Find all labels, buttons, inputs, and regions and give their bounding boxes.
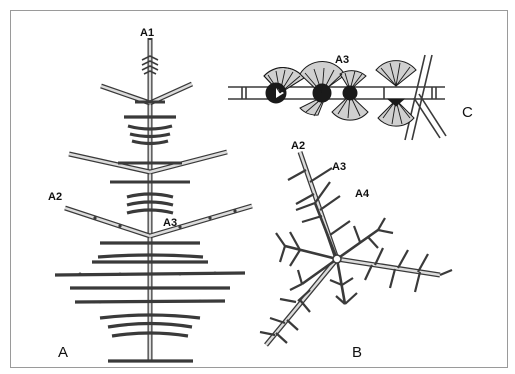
panel-b-star (260, 152, 452, 345)
whorl-1 (101, 84, 192, 103)
label-a2-left: A2 (48, 191, 62, 203)
labels: A1 A2 A3 A2 A3 A4 A3 A B C (48, 27, 473, 361)
label-a4-star: A4 (355, 188, 370, 200)
panel-label-a: A (58, 344, 68, 361)
label-a3-star: A3 (332, 161, 346, 173)
panel-a-plant (55, 38, 252, 362)
c-stem-lines (228, 87, 445, 99)
label-a3-c: A3 (335, 54, 349, 66)
figure-border (11, 11, 508, 368)
label-a3-stem: A3 (163, 217, 177, 229)
star-center (333, 255, 341, 263)
label-a1: A1 (140, 27, 154, 39)
panel-label-b: B (352, 344, 362, 361)
panel-label-c: C (462, 104, 473, 121)
label-a2-star: A2 (291, 140, 305, 152)
panel-c-stem (228, 55, 446, 140)
